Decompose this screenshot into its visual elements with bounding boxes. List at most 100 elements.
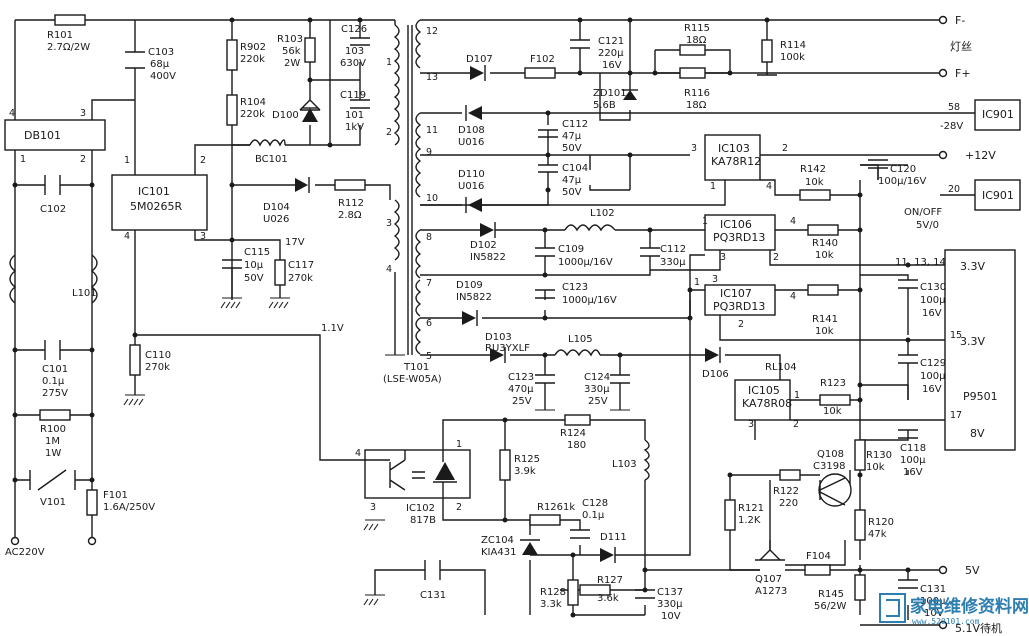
pin-ic105-2: 2 xyxy=(793,419,799,430)
net-labels: F- F+ 灯丝 -28V +12V ON/OFF 5V/0 5V 5.1V待机… xyxy=(5,14,1002,635)
pin-ic101-2: 2 xyxy=(200,155,206,166)
c131a-label: C131 xyxy=(920,584,946,595)
r145-value: 56/2W xyxy=(814,601,846,612)
pin-ic107-1: 1 xyxy=(694,277,700,288)
c103-value2: 400V xyxy=(150,71,176,82)
ic105-chip xyxy=(734,379,791,421)
pin-ic101-1: 1 xyxy=(124,155,130,166)
c101-label: C101 xyxy=(42,364,68,375)
pin-ic103-2: 2 xyxy=(782,143,788,154)
c119-value1: 101 xyxy=(345,110,364,121)
c104-label: C104 xyxy=(562,163,588,174)
pin-ic107-4: 4 xyxy=(790,291,796,302)
r123-label: R123 xyxy=(820,378,846,389)
f101-label: F101 xyxy=(103,490,128,501)
c118-label: C118 xyxy=(900,443,926,454)
r141-label: R141 xyxy=(812,314,838,325)
pin-ic102-4: 4 xyxy=(355,448,361,459)
pin-t-1: 1 xyxy=(386,57,392,68)
f104-label: F104 xyxy=(806,551,831,562)
d106-label: D106 xyxy=(702,369,729,380)
c123a-value: 1000μ/16V xyxy=(562,295,617,306)
r114-value: 100k xyxy=(780,52,805,63)
pin-t-13: 13 xyxy=(426,72,438,83)
r116-label: R116 xyxy=(684,88,710,99)
bc101-label: BC101 xyxy=(255,154,288,165)
q107-part: A1273 xyxy=(755,586,787,597)
ic106-part: PQ3RD13 xyxy=(713,231,765,244)
r101-value: 2.7Ω/2W xyxy=(47,42,90,53)
d111-label: D111 xyxy=(600,532,627,543)
pin-ic103-3: 3 xyxy=(691,143,697,154)
pin-numbers: 4 3 1 2 1 2 3 4 12 13 11 9 10 8 7 6 5 1 … xyxy=(9,26,962,513)
pin-ic102-1: 1 xyxy=(456,439,462,450)
d108-part: U016 xyxy=(458,137,484,148)
watermark-logo-icon xyxy=(879,593,906,623)
net-pins-11-13-14: 11, 13, 14 xyxy=(895,257,946,268)
t101-label: T101 xyxy=(403,362,429,373)
r122-label: R122 xyxy=(773,486,799,497)
d107-label: D107 xyxy=(466,54,493,65)
c131a-value1: 100μ xyxy=(920,596,946,607)
d102-part: IN5822 xyxy=(470,252,506,263)
net-conn-3v3-a: 3.3V xyxy=(960,260,985,273)
r115-value: 18Ω xyxy=(686,35,707,46)
pin-t-11: 11 xyxy=(426,125,438,136)
terminal-ac-right xyxy=(87,536,97,546)
f102-label: F102 xyxy=(530,54,555,65)
r123-value: 10k xyxy=(823,406,842,417)
zd101-value: 5.6B xyxy=(593,100,616,111)
net-f-minus: F- xyxy=(955,14,965,27)
pin-ic106-2: 2 xyxy=(773,252,779,263)
pin-ic103-1: 1 xyxy=(710,181,716,192)
r124-value: 180 xyxy=(567,440,586,451)
d100-label: D100 xyxy=(272,110,299,121)
c104-value1: 47μ xyxy=(562,175,582,186)
c121-value2: 16V xyxy=(602,60,622,71)
c101-value1: 0.1μ xyxy=(42,376,65,387)
d110-label: D110 xyxy=(458,169,485,180)
net-on-off: ON/OFF xyxy=(904,207,942,218)
r114-label: R114 xyxy=(780,40,806,51)
r100-label: R100 xyxy=(40,424,66,435)
pin-t-12: 12 xyxy=(426,26,438,37)
q108-label: Q108 xyxy=(817,449,844,460)
r101-label: R101 xyxy=(47,30,73,41)
d103-part: RU3YXLF xyxy=(485,343,530,354)
r902-label: R902 xyxy=(240,42,266,53)
c112a-value2: 50V xyxy=(562,143,582,154)
r115-label: R115 xyxy=(684,23,710,34)
c109-label: C109 xyxy=(558,244,584,255)
net-12v: +12V xyxy=(965,149,996,162)
r103-value2: 2W xyxy=(284,58,300,69)
d102-label: D102 xyxy=(470,240,497,251)
pin-t-3: 3 xyxy=(386,218,392,229)
pin-ic105-1: 1 xyxy=(794,390,800,401)
terminal-12v xyxy=(938,150,948,160)
c129-label: C129 xyxy=(920,358,946,369)
c124-value1: 330μ xyxy=(584,384,610,395)
r128-value: 3.3k xyxy=(540,599,562,610)
pin-t-9: 9 xyxy=(426,147,432,158)
r103-value1: 56k xyxy=(282,46,301,57)
q108-part: C3198 xyxy=(813,461,845,472)
q108-transistor xyxy=(818,473,852,507)
c137-value1: 330μ xyxy=(657,599,683,610)
c115-value1: 10μ xyxy=(244,260,264,271)
p9501-label: P9501 xyxy=(963,390,998,403)
r141-value: 10k xyxy=(815,326,834,337)
l102-label: L102 xyxy=(590,208,615,219)
c117-label: C117 xyxy=(288,260,314,271)
c126-value2: 630V xyxy=(340,58,366,69)
pin-ic107-2: 2 xyxy=(738,319,744,330)
pin-db-3: 3 xyxy=(80,108,86,119)
c123b-value2: 25V xyxy=(512,396,532,407)
c130-label: C130 xyxy=(920,282,946,293)
d104-label: D104 xyxy=(263,202,290,213)
c121-value1: 220μ xyxy=(598,48,624,59)
component-bodies xyxy=(4,14,1021,630)
c131a-value2: 10V xyxy=(924,608,944,619)
net-5v1: 5.1V待机 xyxy=(955,621,1002,635)
c112b-value: 330μ xyxy=(660,257,686,268)
